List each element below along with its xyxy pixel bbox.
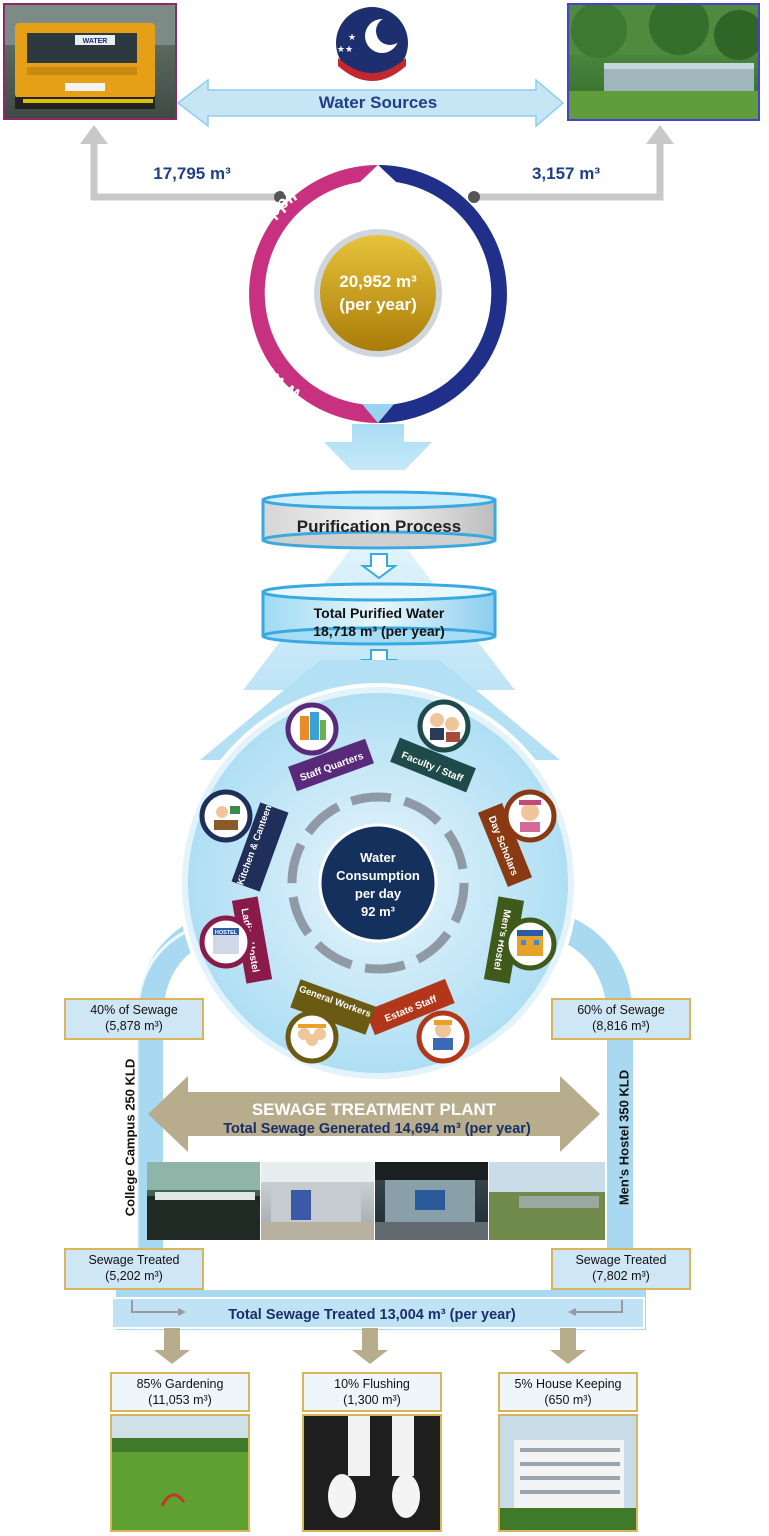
treated-amount: (7,802 m³) bbox=[592, 1269, 650, 1283]
stp-photo-1 bbox=[147, 1162, 260, 1240]
center-line1: Water bbox=[360, 850, 396, 865]
flushing-photo bbox=[302, 1414, 442, 1532]
purification-process-label: Purification Process bbox=[297, 517, 461, 536]
arrow-to-gardening bbox=[154, 1328, 190, 1364]
left-supply-arrow bbox=[90, 140, 280, 201]
sources-diagram: ★ ★★ Water Sources 17,795 m³ 3,157 m³ Ra… bbox=[0, 0, 674, 470]
treated-title: Sewage Treated bbox=[575, 1253, 667, 1267]
water-truck-photo: WATER bbox=[3, 3, 177, 120]
right-supply-arrow bbox=[474, 140, 664, 201]
category-general-workers: General Workers bbox=[285, 979, 376, 1064]
share-percent: 60% of Sewage bbox=[577, 1003, 665, 1017]
reuse-amount: (1,300 m³) bbox=[343, 1393, 401, 1407]
sewage-generated-total: Total Sewage Generated 14,694 m³ (per ye… bbox=[223, 1121, 531, 1137]
category-staff-quarters: Staff Quarters bbox=[285, 702, 374, 792]
category-mens-hostel: Men's Hostel bbox=[483, 896, 557, 984]
annual-total-unit: (per year) bbox=[339, 295, 416, 314]
graduate-icon bbox=[521, 803, 539, 821]
university-logo: ★ ★★ bbox=[336, 7, 408, 81]
truck-sign: WATER bbox=[83, 38, 108, 45]
share-amount: (5,878 m³) bbox=[105, 1019, 163, 1033]
category-estate-staff: Estate Staff bbox=[365, 978, 470, 1064]
purified-water-amount: 18,718 m³ (per year) bbox=[313, 623, 445, 639]
gardening-photo bbox=[110, 1414, 250, 1532]
reuse-flushing-label: 10% Flushing (1,300 m³) bbox=[302, 1372, 442, 1412]
hostel-sign: HOSTEL bbox=[215, 930, 238, 936]
reuse-percent: 85% Gardening bbox=[136, 1377, 224, 1391]
water-sources-title: Water Sources bbox=[319, 93, 437, 112]
kitchen-icon bbox=[214, 820, 238, 830]
arrow-to-flushing bbox=[352, 1328, 388, 1364]
purified-water-title: Total Purified Water bbox=[314, 605, 445, 621]
right-sewage-treated: Sewage Treated (7,802 m³) bbox=[551, 1248, 691, 1290]
arrow-to-purified bbox=[360, 553, 398, 580]
reuse-gardening-label: 85% Gardening (11,053 m³) bbox=[110, 1372, 250, 1412]
people-icon bbox=[430, 713, 444, 727]
private-supply-amount: 17,795 m³ bbox=[153, 164, 231, 183]
housekeeping-photo bbox=[498, 1414, 638, 1532]
annual-total-amount: 20,952 m³ bbox=[339, 272, 417, 291]
hostel-building-icon bbox=[213, 934, 239, 954]
down-arrow-to-purification bbox=[324, 424, 432, 470]
left-sewage-share: 40% of Sewage (5,878 m³) bbox=[64, 998, 204, 1040]
borewell-supply-amount: 3,157 m³ bbox=[532, 164, 600, 183]
total-treated-bar: Total Sewage Treated 13,004 m³ (per year… bbox=[111, 1297, 645, 1364]
stp-photo-3 bbox=[375, 1162, 488, 1240]
worker-icon bbox=[435, 1022, 451, 1038]
sewage-plant-arrow: SEWAGE TREATMENT PLANT Total Sewage Gene… bbox=[148, 1076, 600, 1152]
reuse-housekeeping-label: 5% House Keeping (650 m³) bbox=[498, 1372, 638, 1412]
share-amount: (8,816 m³) bbox=[592, 1019, 650, 1033]
purification-drum bbox=[261, 490, 497, 550]
private-supplier-label: Raw water from private suppliers bbox=[0, 0, 305, 405]
svg-text:★★: ★★ bbox=[337, 44, 353, 54]
reuse-amount: (650 m³) bbox=[544, 1393, 592, 1407]
category-day-scholars: Day Scholars bbox=[477, 789, 557, 887]
purified-water-drum bbox=[261, 582, 497, 646]
arrow-to-housekeeping bbox=[550, 1328, 586, 1364]
building-icon bbox=[300, 716, 309, 740]
treated-title: Sewage Treated bbox=[88, 1253, 180, 1267]
purification-diagram: Purification Process Total Purified Wate… bbox=[243, 490, 515, 690]
source-ring bbox=[249, 165, 507, 423]
category-kitchen-canteen: Kitchen & Canteen bbox=[199, 789, 289, 892]
svg-text:★: ★ bbox=[348, 32, 356, 42]
stp-photo-4 bbox=[489, 1162, 605, 1240]
borewell-site-photo bbox=[567, 3, 760, 121]
left-sewage-treated: Sewage Treated (5,202 m³) bbox=[64, 1248, 204, 1290]
annual-total-circle bbox=[320, 235, 436, 351]
reuse-percent: 5% House Keeping bbox=[514, 1377, 622, 1391]
treated-amount: (5,202 m³) bbox=[105, 1269, 163, 1283]
right-sewage-share: 60% of Sewage (8,816 m³) bbox=[551, 998, 691, 1040]
stp-photo-2 bbox=[261, 1162, 374, 1240]
water-tank bbox=[604, 67, 754, 91]
reuse-percent: 10% Flushing bbox=[334, 1377, 410, 1391]
consumption-center bbox=[318, 823, 438, 943]
reuse-amount: (11,053 m³) bbox=[148, 1393, 212, 1407]
hostel-icon bbox=[517, 936, 543, 956]
share-percent: 40% of Sewage bbox=[90, 1003, 178, 1017]
center-line2: Consumption bbox=[336, 868, 420, 883]
sewage-plant-title: SEWAGE TREATMENT PLANT bbox=[252, 1100, 497, 1119]
category-ladies-hostel: Ladies Hostel HOSTEL bbox=[199, 896, 273, 984]
water-sources-arrow bbox=[176, 78, 565, 128]
center-line3: per day bbox=[355, 886, 402, 901]
center-line4: 92 m³ bbox=[361, 904, 396, 919]
total-treated-label: Total Sewage Treated 13,004 m³ (per year… bbox=[228, 1307, 516, 1323]
